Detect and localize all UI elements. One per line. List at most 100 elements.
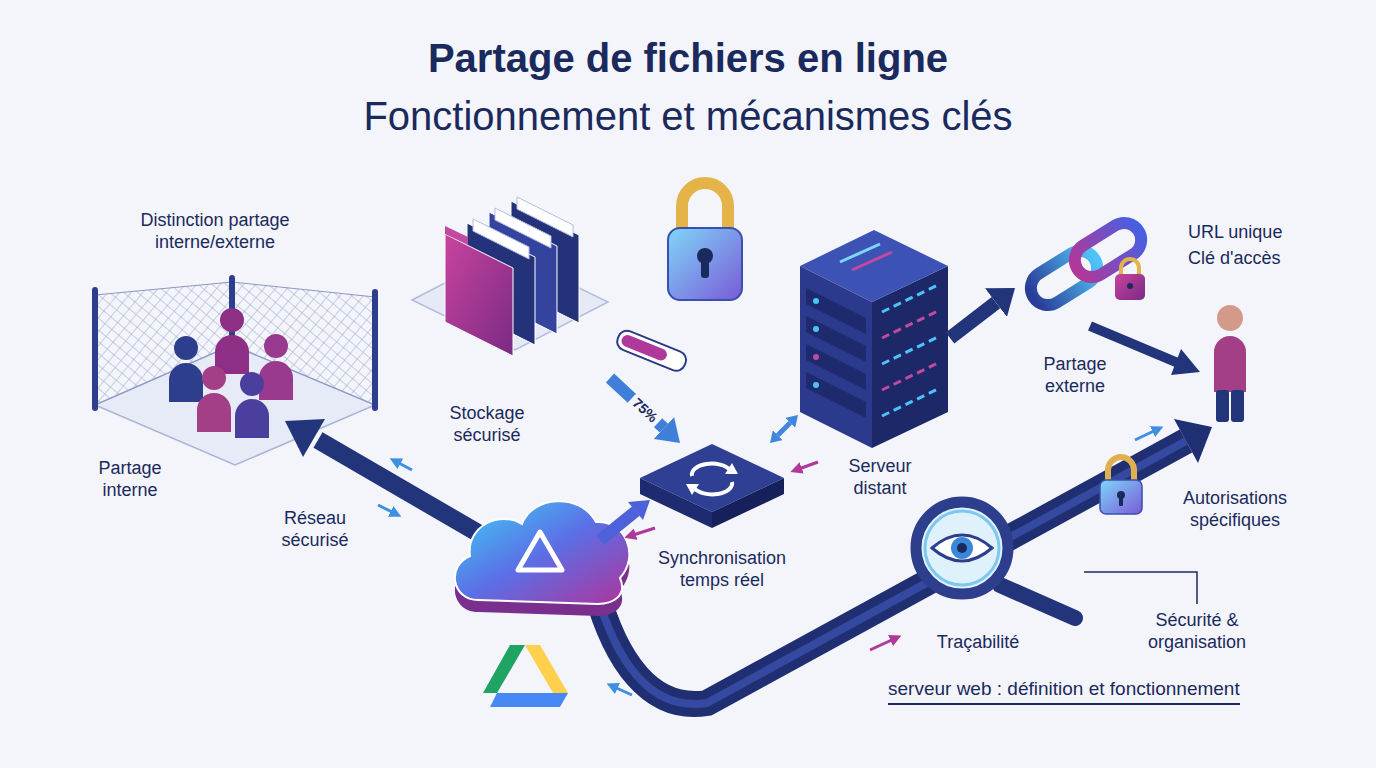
progress-bar: [615, 328, 689, 374]
leader-line-part: [1084, 572, 1197, 604]
magnifier-icon-part: [925, 511, 999, 585]
people-group-part: [235, 372, 269, 438]
cloud-sync-arrow-part: [630, 528, 655, 536]
server-tower: [800, 230, 948, 448]
sync-device-part: [725, 463, 738, 474]
cloud-service: [455, 501, 629, 616]
internal-share-group: Distinction partage interne/externeParta…: [82, 207, 385, 504]
leader-line: [1084, 572, 1197, 604]
chain-link-part: [1068, 217, 1147, 284]
link-key: URL uniqueClé d'accès: [1015, 200, 1285, 322]
web-server-link: serveur web : définition et fonctionneme…: [888, 678, 1240, 705]
server-tower-part: [852, 252, 892, 270]
external-user-part: [1231, 390, 1244, 422]
magnifier-icon-part: [957, 543, 967, 553]
diagram-subtitle: Fonctionnement et mécanismes clés: [38, 92, 1338, 140]
folder-stack-part: [445, 234, 513, 356]
key-label: Clé d'accès: [1188, 248, 1280, 270]
network-arrow-part: [378, 505, 396, 514]
share-link-arrow: [950, 303, 996, 338]
cloud-service-part: [455, 501, 629, 604]
network-arrow-part: [395, 461, 412, 470]
sync-device-part: [692, 464, 730, 476]
group-label: Partage interne: [85, 458, 175, 501]
server-tower-part: [813, 326, 819, 332]
external-share-label: Partage externe: [1028, 354, 1123, 397]
chain-link-part: [1121, 259, 1139, 276]
sync-box: Synchronisation temps réel: [638, 443, 795, 594]
access-path: [596, 419, 1212, 704]
server-tower-part: [813, 382, 819, 388]
storage-folders: Stockage sécurisé: [410, 195, 610, 449]
drive-logo-part: [490, 693, 568, 707]
cloud-sync-arrow: [600, 500, 655, 540]
upload-arrow: [610, 378, 664, 428]
network-label: Réseau sécurisé: [268, 508, 363, 551]
external-user-part: [1214, 336, 1246, 392]
url-label: URL unique: [1188, 222, 1282, 244]
sync-device-part: [694, 482, 732, 494]
access-path-part: [612, 686, 632, 695]
people-group-part: [259, 334, 293, 400]
folder-stack-part: [445, 226, 468, 245]
sync-device-part: [686, 484, 699, 495]
people-group: [169, 308, 293, 438]
cloud-sync-arrow-part: [628, 500, 650, 520]
server-tower-part: [813, 298, 819, 304]
small-padlock-part: [1119, 496, 1123, 506]
magnifier: Traçabilité: [908, 498, 1088, 657]
access-path-part: [870, 638, 896, 650]
small-padlock-part: [1100, 480, 1142, 514]
drive-logo-part: [483, 645, 525, 693]
server-tower-part: [806, 344, 866, 390]
chain-link: [1024, 217, 1147, 312]
network-arrow-part: [285, 419, 325, 457]
external-user-part: [1216, 390, 1229, 422]
access-path-part: [1135, 429, 1158, 440]
access-path-part: [1174, 419, 1212, 463]
progress-bar-part: [615, 328, 689, 374]
magnifier-icon-part: [951, 537, 973, 559]
security-note: Sécurité & organisation: [1135, 610, 1260, 653]
chain-link-part: [1127, 283, 1133, 289]
folder-stack: [412, 197, 608, 356]
storage-label: Stockage sécurisé: [437, 403, 537, 446]
server-tower-part: [806, 316, 866, 362]
chain-link-part: [1115, 274, 1145, 300]
group-heading: Distinction partage interne/externe: [120, 210, 310, 253]
magnifier-icon-part: [932, 535, 992, 561]
server-tower-part: [806, 372, 866, 418]
diagram-title: Partage de fichiers en ligne: [38, 34, 1338, 82]
permission-lock: Autorisations spécifiques: [1098, 450, 1303, 534]
server-tower-part: [882, 310, 940, 338]
magnifier-icon: [916, 502, 1075, 618]
magnifier-icon-part: [1000, 585, 1075, 618]
people-group-part: [215, 308, 249, 374]
people-group-part: [169, 336, 203, 402]
drive-logo: [483, 645, 568, 707]
remote-server: Serveur distant: [798, 226, 950, 502]
sync-label: Synchronisation temps réel: [652, 548, 792, 591]
cloud-service-part: [518, 532, 562, 570]
small-padlock: [1100, 457, 1142, 514]
sync-device-part: [640, 478, 712, 528]
fence-pen: [95, 278, 375, 465]
padlock: [668, 183, 742, 300]
padlock-part: [682, 183, 728, 232]
padlock-part: [701, 258, 709, 278]
server-tower-part: [882, 388, 940, 416]
server-tower-part: [806, 288, 866, 334]
people-group-part: [197, 366, 231, 432]
server-tower-part: [800, 230, 948, 302]
external-arrow-part: [1171, 349, 1200, 375]
progress-bar-part: [620, 333, 669, 362]
server-tower-part: [882, 284, 940, 312]
server-tower-part: [882, 362, 940, 390]
server-tower-part: [813, 354, 819, 360]
trace-label: Traçabilité: [918, 632, 1038, 654]
sync-device: [640, 444, 818, 528]
external-user-part: [1217, 305, 1243, 331]
sync-device-part: [796, 462, 818, 470]
